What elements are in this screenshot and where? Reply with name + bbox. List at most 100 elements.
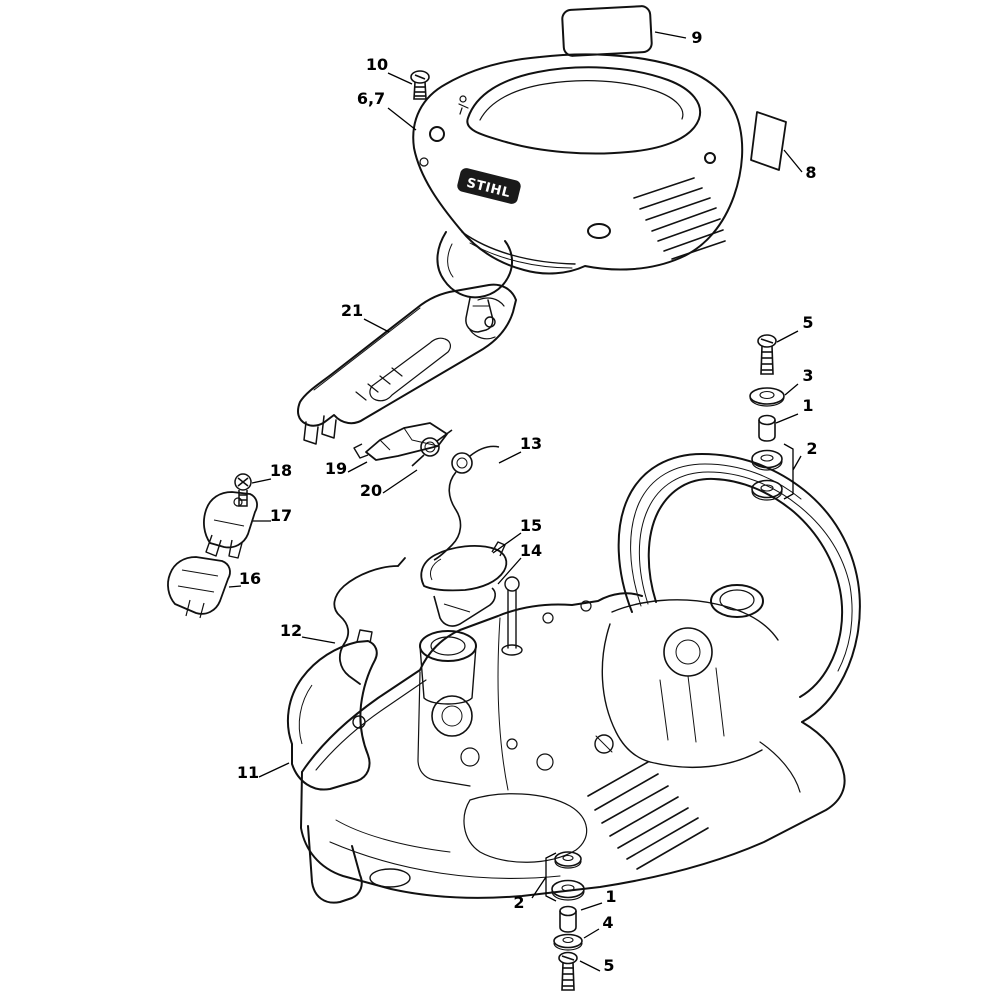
engine-left — [601, 623, 651, 763]
housing-vent-slats — [587, 761, 709, 870]
leader-lines — [228, 31, 803, 972]
leader-16 — [228, 585, 242, 588]
washer-3 — [749, 387, 785, 407]
leader-12 — [301, 636, 336, 644]
leader-4 — [583, 928, 600, 939]
leader-1-bottom — [580, 902, 603, 911]
cover-small-hole — [419, 157, 429, 167]
crank-circle — [431, 695, 473, 737]
grommet-right-2 — [751, 479, 783, 501]
callout-label-2-bottom: 2 — [513, 893, 524, 912]
callout-label-11: 11 — [237, 763, 259, 782]
body-top-edge — [301, 592, 643, 773]
grommet-bottom-1 — [554, 851, 582, 869]
loop-to-body — [759, 741, 801, 793]
callout-label-12: 12 — [280, 621, 302, 640]
foot-hole — [369, 868, 411, 888]
spark-plug — [594, 734, 614, 754]
inner-wall — [497, 617, 509, 791]
callout-label-1-bottom: 1 — [605, 887, 616, 906]
leader-11 — [258, 762, 290, 778]
leader-9 — [654, 31, 687, 39]
label-sticker — [561, 5, 653, 57]
leader-19 — [347, 461, 368, 473]
fuel-cap — [710, 584, 764, 618]
callout-label-9: 9 — [691, 28, 702, 47]
callout-label-5-bottom: 5 — [603, 956, 614, 975]
washer-4 — [553, 933, 583, 951]
throttle-trigger — [420, 541, 508, 627]
cover-opening-rim — [479, 80, 684, 121]
stihl-logo: STIHL — [457, 168, 521, 204]
rear-handle-ridge-2 — [638, 471, 853, 672]
cover-screw-boss-right — [704, 152, 716, 164]
fuel-cap-inner — [719, 589, 755, 611]
housing-screw-bosses — [460, 600, 592, 771]
body-inner-rim-2 — [329, 841, 561, 879]
trigger-15 — [420, 544, 508, 592]
cylinder-top-inner — [430, 636, 466, 656]
leader-13 — [498, 451, 522, 464]
carb-spout — [436, 231, 514, 299]
bracket-16 — [167, 556, 231, 619]
body-bottom-edge — [300, 721, 846, 899]
callout-label-20: 20 — [360, 481, 382, 500]
callout-label-13: 13 — [520, 434, 542, 453]
callout-label-10: 10 — [366, 55, 388, 74]
screw-right — [757, 334, 777, 375]
screw-18 — [234, 473, 252, 507]
handle-edge — [313, 307, 421, 391]
plate-8 — [750, 111, 787, 171]
leader-15 — [492, 532, 522, 554]
fastener-column-bottom — [551, 851, 585, 991]
callout-label-5-right: 5 — [802, 313, 813, 332]
leader-5-right — [776, 330, 799, 343]
spark-plug-line — [595, 735, 613, 753]
cylinder-skirt — [419, 645, 477, 705]
callout-label-17: 17 — [270, 506, 292, 525]
callout-label-19: 19 — [325, 459, 347, 478]
warning-pictogram — [458, 95, 469, 115]
bracket-2-right — [783, 443, 802, 500]
screw-top — [410, 70, 430, 100]
handle-end-detail — [477, 297, 505, 307]
leader-10 — [387, 72, 413, 85]
leader-3 — [784, 383, 799, 396]
callout-labels: 9 10 6,7 8 21 5 3 1 2 13 18 19 20 17 15 … — [237, 28, 818, 975]
grommet-right-1 — [751, 449, 783, 471]
leader-18 — [251, 478, 272, 484]
flywheel-hub — [675, 639, 701, 665]
cover-hole — [587, 223, 611, 239]
wire-12 — [333, 557, 406, 685]
leader-5-bottom — [579, 960, 601, 972]
left-compartment — [417, 671, 471, 787]
bushing-right — [758, 414, 776, 442]
carb-spout-inner — [447, 243, 454, 278]
fuel-tank — [463, 793, 588, 863]
screw-bottom — [558, 951, 578, 991]
cover-clip — [465, 297, 494, 333]
body-inner-rim-3 — [335, 819, 451, 853]
lever-19 — [353, 422, 448, 461]
engine-bottom — [649, 749, 763, 769]
body-inner-rim — [315, 679, 427, 771]
bushing-bottom — [559, 905, 577, 933]
spring-13 — [433, 445, 500, 561]
bracket-17 — [203, 491, 258, 559]
flywheel — [663, 627, 713, 677]
housing-foot — [307, 825, 363, 904]
callout-label-3: 3 — [802, 366, 813, 385]
callout-label-8: 8 — [805, 163, 816, 182]
callout-label-6-7: 6,7 — [357, 89, 385, 108]
leader-21 — [363, 318, 390, 333]
leader-6-7 — [387, 107, 417, 131]
bracket-2-bottom — [531, 852, 557, 902]
fastener-column-right — [749, 334, 785, 501]
callout-label-4: 4 — [602, 913, 613, 932]
cover-outline — [412, 53, 744, 275]
spring-20 — [411, 429, 453, 467]
top-cover-shroud — [412, 53, 744, 333]
handle-slot — [369, 337, 451, 402]
leader-14 — [497, 557, 522, 585]
front-handle — [297, 283, 517, 445]
